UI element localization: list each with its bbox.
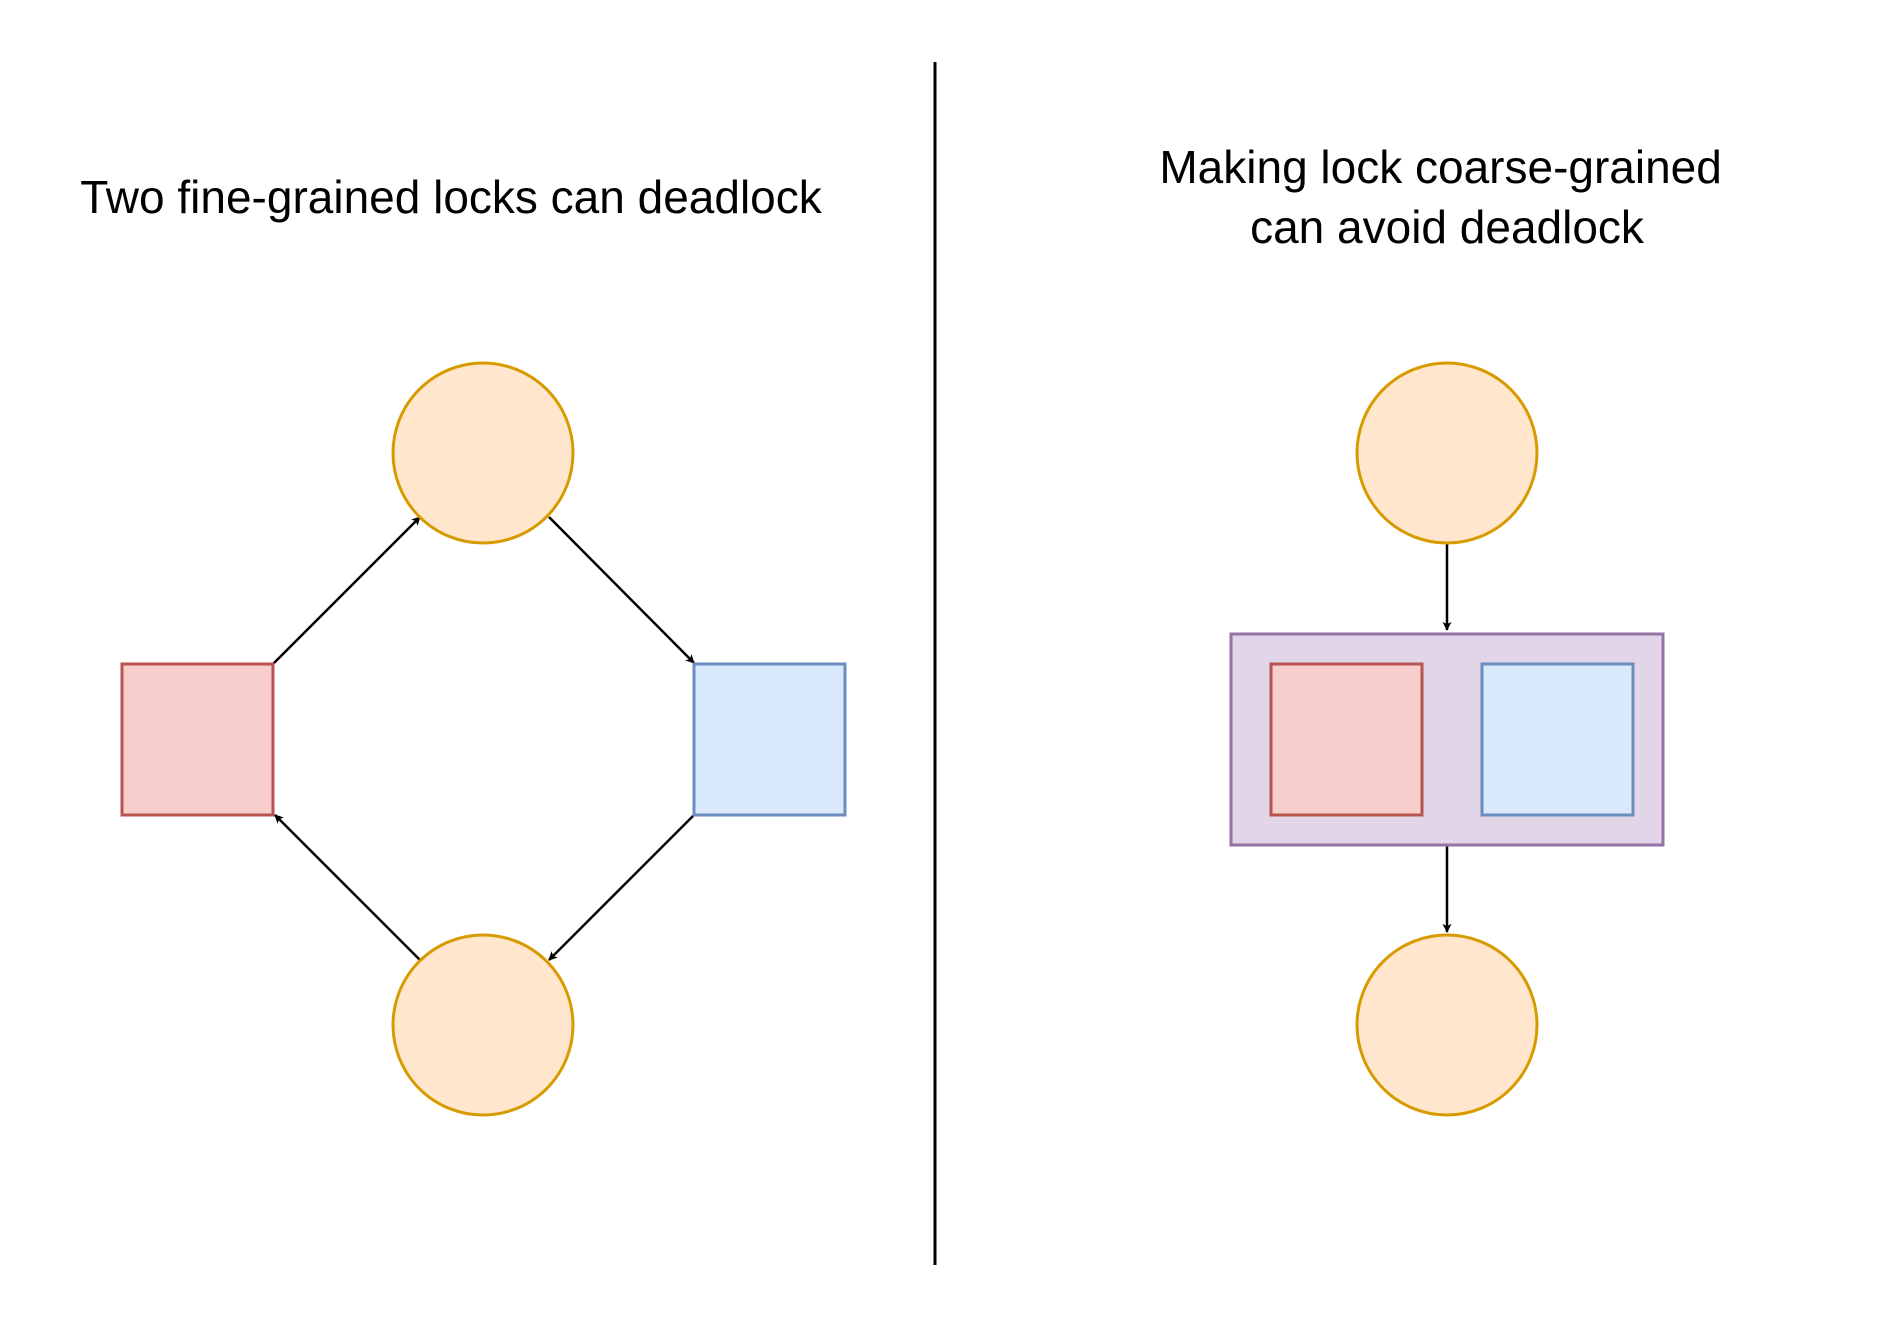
edge-lock-a-to-top-process bbox=[272, 516, 421, 665]
process-node-top bbox=[391, 361, 575, 545]
left-panel-title: Two fine-grained locks can deadlock bbox=[80, 171, 823, 223]
right-panel-title-line-1: Making lock coarse-grained bbox=[1159, 141, 1722, 193]
edge-bottom-process-to-lock-a bbox=[274, 814, 421, 961]
process-node-bottom bbox=[391, 933, 575, 1117]
process-node-bottom bbox=[1355, 933, 1539, 1117]
edge-top-process-to-lock-b bbox=[548, 516, 695, 664]
lock-b-node bbox=[692, 662, 847, 817]
right-panel: Making lock coarse-grained can avoid dea… bbox=[1159, 141, 1734, 1117]
lock-a-node bbox=[120, 662, 275, 817]
right-panel-title-line-2: can avoid deadlock bbox=[1250, 201, 1645, 253]
edge-lock-b-to-bottom-process bbox=[548, 814, 695, 961]
process-node-top bbox=[1355, 361, 1539, 545]
lock-b-node bbox=[1480, 662, 1635, 817]
lock-a-node bbox=[1269, 662, 1424, 817]
right-panel-title: Making lock coarse-grained can avoid dea… bbox=[1159, 141, 1734, 253]
left-panel: Two fine-grained locks can deadlock bbox=[80, 171, 847, 1117]
